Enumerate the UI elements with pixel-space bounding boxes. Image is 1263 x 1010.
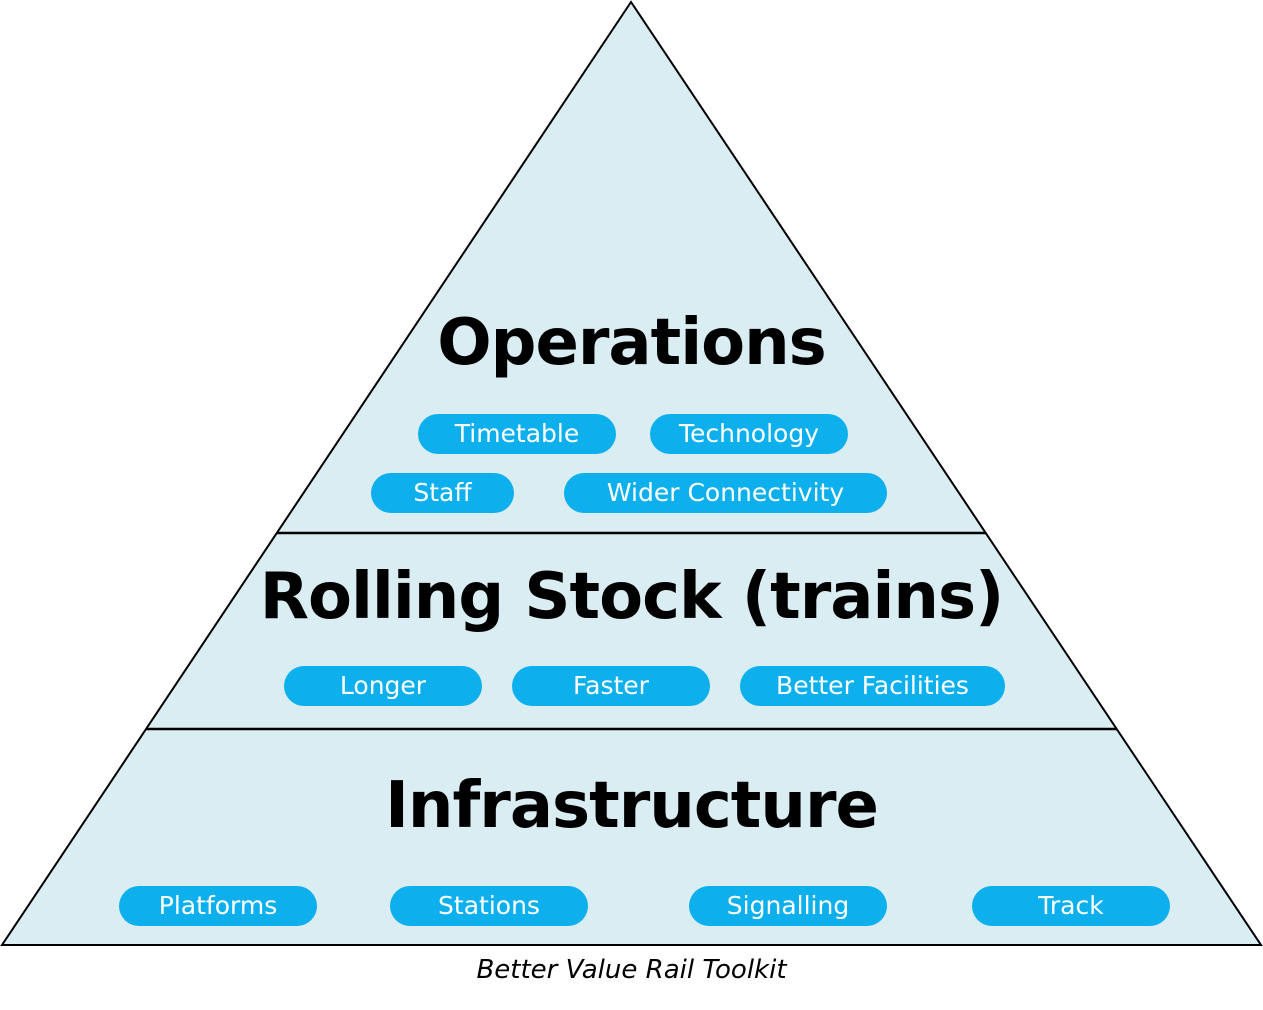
pill-technology: Technology — [650, 414, 848, 454]
pill-staff: Staff — [371, 473, 514, 513]
pill-better-facilities: Better Facilities — [740, 666, 1005, 706]
pill-platforms: Platforms — [119, 886, 317, 926]
pill-timetable: Timetable — [418, 414, 616, 454]
tier-title-operations: Operations — [437, 306, 827, 380]
tier-title-rolling-stock: Rolling Stock (trains) — [259, 560, 1005, 634]
pill-wider-connectivity: Wider Connectivity — [564, 473, 887, 513]
pill-longer: Longer — [284, 666, 482, 706]
pill-faster: Faster — [512, 666, 710, 706]
tier-title-infrastructure: Infrastructure — [385, 769, 879, 843]
pill-signalling: Signalling — [689, 886, 887, 926]
pill-stations: Stations — [390, 886, 588, 926]
diagram-caption: Better Value Rail Toolkit — [476, 955, 787, 985]
pill-track: Track — [972, 886, 1170, 926]
